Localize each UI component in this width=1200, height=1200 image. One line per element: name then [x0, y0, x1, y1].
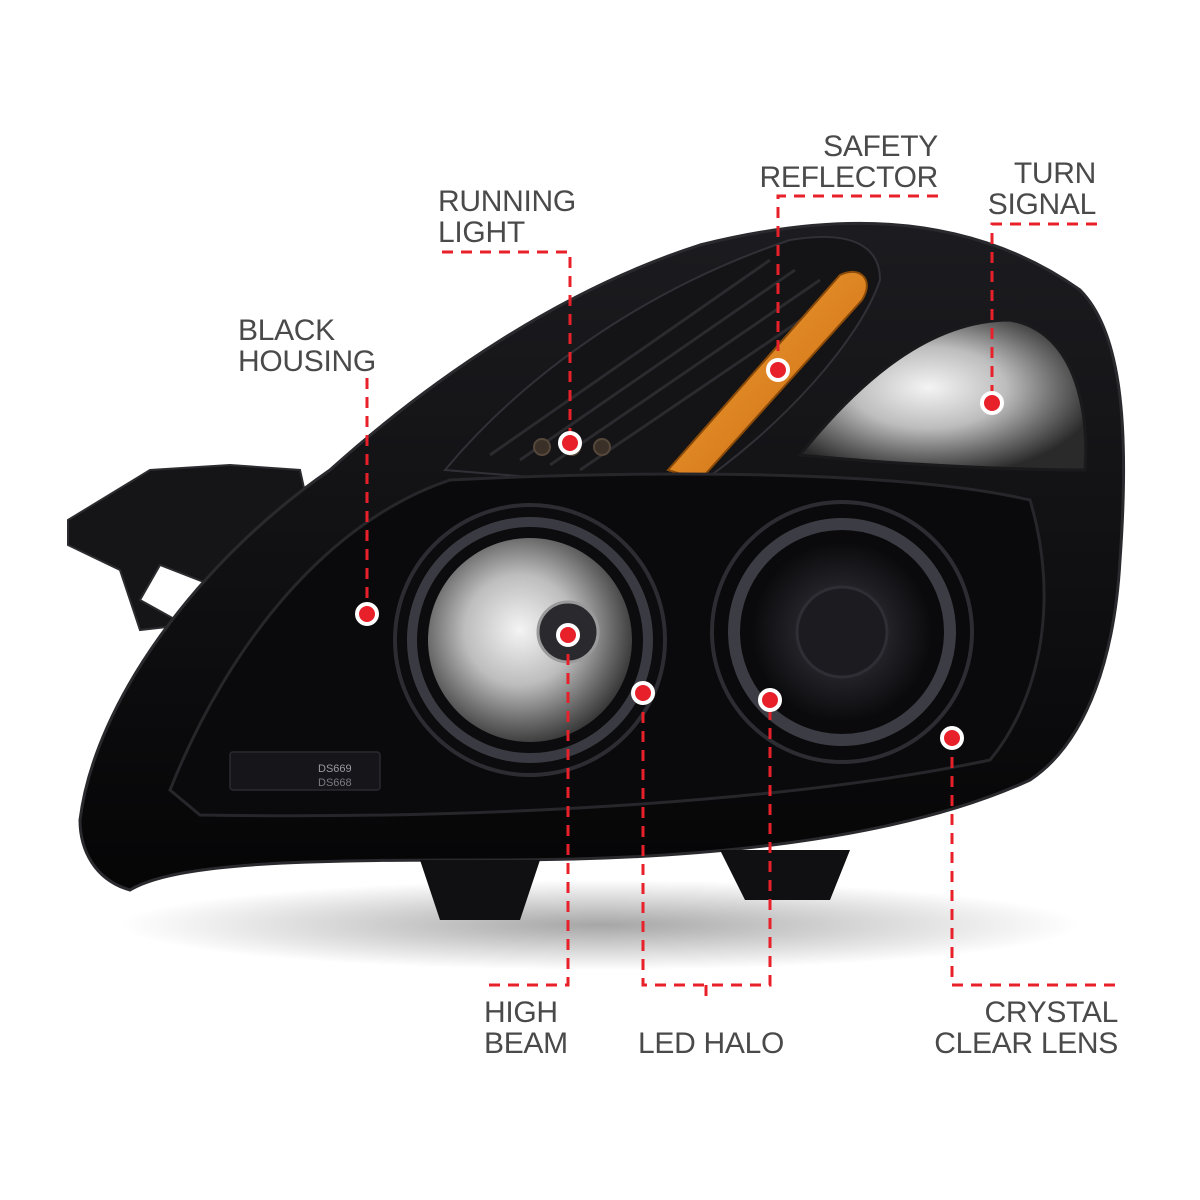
lower-mount-right: [720, 850, 850, 900]
dot-running-light: [558, 431, 582, 455]
label-turn-signal: TURN SIGNAL: [987, 157, 1097, 221]
callout-lines: [365, 194, 1118, 1000]
dot-turn-signal: [980, 391, 1004, 415]
dot-led-halo-1: [631, 681, 655, 705]
dot-high-beam: [556, 623, 580, 647]
part-number-2: DS668: [318, 777, 352, 789]
turn-signal-reflector: [797, 318, 1088, 472]
dot-crystal-clear-lens: [940, 726, 964, 750]
high-beam-halo-ring: [407, 517, 653, 763]
dot-safety-reflector: [766, 358, 790, 382]
lower-mount-left: [420, 860, 540, 920]
led-halo-ring: [728, 518, 956, 746]
label-led-halo: LED HALO: [638, 1027, 784, 1060]
label-running-light: RUNNING LIGHT: [438, 185, 576, 249]
floor-shadow: [120, 880, 1080, 970]
lens-marking-plate: [229, 751, 381, 791]
high-beam-chrome: [428, 538, 632, 742]
dot-black-housing: [355, 602, 379, 626]
label-high-beam: HIGH BEAM: [484, 996, 568, 1060]
dot-led-halo-2: [758, 688, 782, 712]
label-safety-reflector: SAFETY REFLECTOR: [759, 130, 939, 194]
callout-dots: [355, 358, 1004, 750]
label-crystal-clear-lens: CRYSTAL CLEAR LENS: [934, 996, 1118, 1060]
label-black-housing: BLACK HOUSING: [238, 314, 376, 378]
top-shroud: [442, 236, 882, 492]
amber-reflector: [666, 270, 868, 482]
part-number-1: DS669: [318, 763, 352, 775]
